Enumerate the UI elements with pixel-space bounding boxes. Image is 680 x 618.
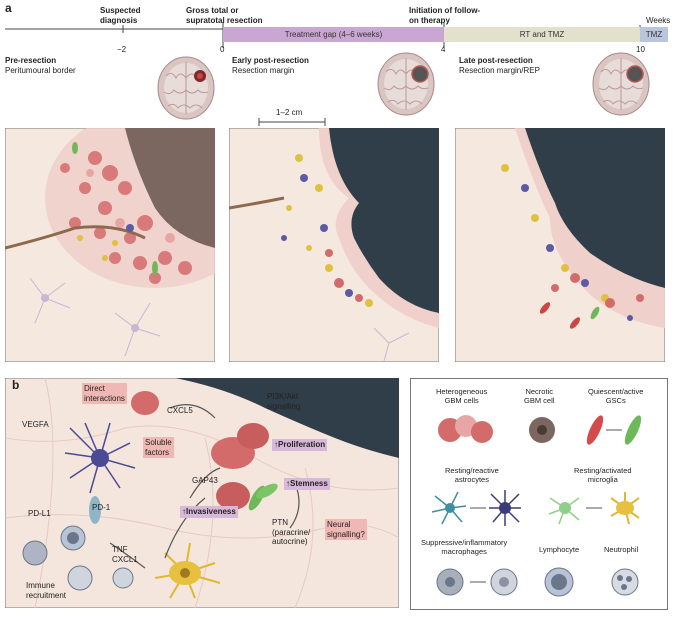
brain-early xyxy=(377,52,435,116)
label-proliferation: ↑Proliferation xyxy=(272,439,328,451)
legend-heterogeneous-gbm: Heterogeneous GBM cells xyxy=(436,387,488,405)
legend-macrophages: Suppressive/inflammatory macrophages xyxy=(421,538,508,556)
panel-b-letter: b xyxy=(12,378,20,392)
tick-0: 0 xyxy=(220,45,225,54)
weeks-label: Weeks xyxy=(646,16,671,25)
panel-a-letter: a xyxy=(5,1,12,15)
legend-box xyxy=(410,378,668,610)
label-pi3k: PI3K/Akt signalling xyxy=(267,392,301,411)
stage-late-title: Late post-resection xyxy=(459,56,533,65)
stage-early-title: Early post-resection xyxy=(232,56,309,65)
label-ptn: PTN (paracrine/ autocrine) xyxy=(272,518,311,546)
scale-bar xyxy=(258,118,326,126)
label-pd1: PD-1 xyxy=(92,503,111,512)
tmz-bar: TMZ xyxy=(640,27,668,42)
stage-late-subtitle: Resection margin/REP xyxy=(459,66,540,75)
treatment-gap-bar: Treatment gap (4–6 weeks) xyxy=(223,27,444,42)
tissue-late-post xyxy=(455,128,665,362)
stage-pre-title: Pre-resection xyxy=(5,56,57,65)
tick-4: 4 xyxy=(441,45,446,54)
panel-b-scene xyxy=(5,378,399,608)
scale-label: 1–2 cm xyxy=(276,108,303,117)
legend-microglia: Resting/activated microglia xyxy=(574,466,632,484)
tissue-pre-resection xyxy=(5,128,215,362)
event-followon-therapy: Initiation of follow- on therapy xyxy=(409,6,481,25)
label-cxcl5: CXCL5 xyxy=(167,406,193,415)
tick-10: 10 xyxy=(636,45,645,54)
label-gap43: GAP43 xyxy=(192,476,218,485)
event-suspected-diagnosis: Suspected diagnosis xyxy=(100,6,141,25)
label-tnf-cxcl1: TNF CXCL1 xyxy=(112,545,138,564)
label-invasiveness: ↑Invasiveness xyxy=(180,506,238,518)
stage-early-subtitle: Resection margin xyxy=(232,66,295,75)
label-vegfa: VEGFA xyxy=(22,420,49,429)
tissue-early-post xyxy=(229,128,439,362)
label-soluble-factors: Soluble factors xyxy=(143,437,174,458)
tick-minus2: −2 xyxy=(117,45,127,54)
legend-astrocytes: Resting/reactive astrocytes xyxy=(445,466,499,484)
legend-gscs: Quiescent/active GSCs xyxy=(588,387,644,405)
label-immune-recruitment: Immune recruitment xyxy=(26,581,67,600)
label-neural-signalling: Neural signalling? xyxy=(325,519,367,540)
legend-lymphocyte: Lymphocyte xyxy=(539,545,580,554)
event-resection: Gross total or supratotal resection xyxy=(186,6,263,25)
label-direct-interactions: Direct interactions xyxy=(82,383,127,404)
legend-icons-row1 xyxy=(438,415,642,445)
legend-necrotic-gbm: Necrotic GBM cell xyxy=(524,387,555,405)
legend-icons-row3 xyxy=(436,567,639,597)
label-stemness: ↑Stemness xyxy=(284,478,330,490)
stage-pre-subtitle: Peritumoural border xyxy=(5,66,76,75)
rt-tmz-bar: RT and TMZ xyxy=(444,27,640,42)
label-pdl1: PD-L1 xyxy=(28,509,51,518)
brain-late xyxy=(592,52,650,116)
brain-pre xyxy=(157,56,215,120)
legend-neutrophil: Neutrophil xyxy=(604,545,639,554)
legend-icons-row2 xyxy=(431,490,640,526)
